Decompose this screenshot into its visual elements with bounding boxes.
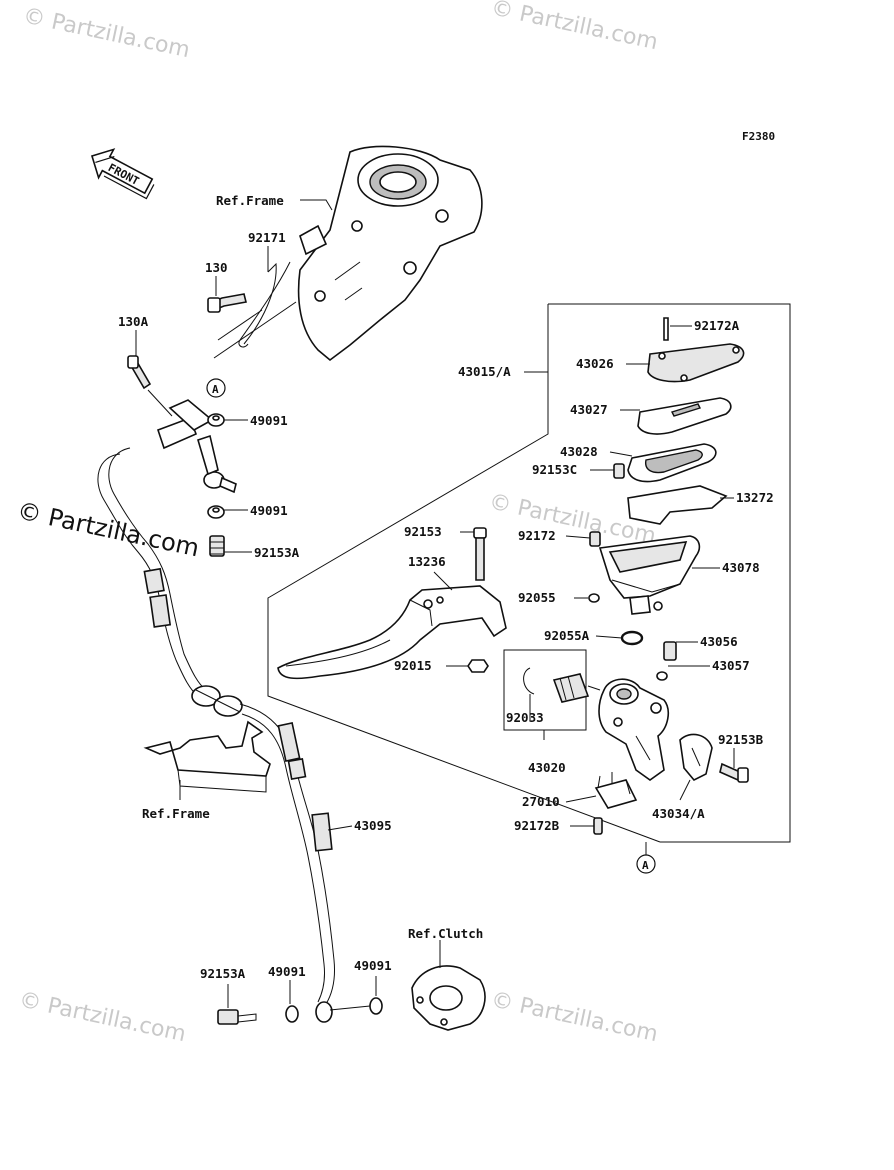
label-43015A: 43015/A [458, 364, 511, 379]
label-49091-mid: 49091 [250, 503, 288, 518]
circle-a-top: A [206, 378, 226, 398]
label-92055: 92055 [518, 590, 556, 605]
switch-27010-icon [594, 772, 638, 809]
label-43056: 43056 [700, 634, 738, 649]
label-92033: 92033 [506, 710, 544, 725]
label-130A: 130A [118, 314, 149, 329]
screw-92153C-icon [613, 463, 625, 479]
washer-49091-mid-icon [207, 505, 225, 519]
master-cylinder-group-outline [267, 303, 791, 843]
circle-a-bottom-label: A [642, 859, 649, 872]
bolt-92153A-top-icon [209, 535, 225, 557]
circle-a-top-label: A [212, 383, 219, 396]
diagram-code: F2380 [742, 130, 775, 143]
clamp-43034A-icon [679, 733, 713, 781]
master-cylinder-body-icon [598, 678, 670, 781]
label-92153A-bottom: 92153A [200, 966, 246, 981]
label-92153: 92153 [404, 524, 442, 539]
label-49091-bottom-left: 49091 [268, 964, 306, 979]
oring-92055A-icon [620, 630, 644, 646]
label-43078: 43078 [722, 560, 760, 575]
label-92153A-top: 92153A [254, 545, 300, 560]
label-92055A: 92055A [544, 628, 590, 643]
frame-head-illustration [213, 145, 483, 362]
reservoir-cap-43026-icon [647, 317, 745, 383]
gasket-13272-icon [627, 485, 728, 525]
screw-92172B-icon [593, 817, 603, 835]
label-49091-bottom-right: 49091 [354, 958, 392, 973]
bottom-bolt-92153A-icon [217, 1009, 257, 1025]
leader-lines [135, 199, 735, 1008]
watermark-top-left: © Partzilla.com [21, 3, 192, 63]
label-92172B: 92172B [514, 818, 560, 833]
lever-13236-icon [277, 585, 507, 680]
piston-kit-icon [523, 667, 601, 703]
clutch-hose-illustration [97, 355, 335, 1005]
label-43027: 43027 [570, 402, 608, 417]
label-92015: 92015 [394, 658, 432, 673]
label-13272: 13272 [736, 490, 774, 505]
washer-49091-top-icon [207, 413, 225, 427]
oring-92055-icon [588, 593, 600, 603]
bleeder-43056-icon [663, 641, 677, 661]
piston-kit-43020-box [503, 649, 587, 731]
bolt-92153B-icon [719, 762, 749, 783]
label-130: 130 [205, 260, 228, 275]
reservoir-43078-icon [598, 535, 701, 615]
label-43020: 43020 [528, 760, 566, 775]
bottom-washer-left-icon [285, 1005, 299, 1023]
screw-92172-icon [589, 531, 601, 547]
plate-43027-icon [637, 397, 732, 435]
label-ref-clutch: Ref.Clutch [408, 926, 483, 941]
label-49091-top: 49091 [250, 413, 288, 428]
clutch-cover-icon [411, 965, 486, 1031]
label-43095: 43095 [354, 818, 392, 833]
label-ref-frame-top: Ref.Frame [216, 193, 284, 208]
label-43028: 43028 [560, 444, 598, 459]
cap-43057-icon [656, 671, 668, 681]
bottom-washer-right-icon [369, 997, 383, 1015]
label-92172: 92172 [518, 528, 556, 543]
watermark-top-right: © Partzilla.com [489, 0, 660, 55]
watermark-bottom-left: © Partzilla.com [17, 987, 188, 1047]
label-43057: 43057 [712, 658, 750, 673]
watermark-bottom-right: © Partzilla.com [489, 987, 660, 1047]
bottom-banjo-icon [315, 1001, 371, 1023]
label-92172A: 92172A [694, 318, 740, 333]
label-92153C: 92153C [532, 462, 577, 477]
label-92171: 92171 [248, 230, 286, 245]
nut-92015-icon [467, 659, 489, 673]
front-arrow-icon: FRONT [90, 148, 155, 200]
label-43034A: 43034/A [652, 806, 705, 821]
pivot-bolt-92153-icon [473, 527, 487, 581]
circle-a-bottom: A [636, 854, 656, 874]
label-43026: 43026 [576, 356, 614, 371]
label-13236: 13236 [408, 554, 446, 569]
callout-labels: Ref.Frame 92171 130 130A 49091 49091 921… [118, 193, 774, 981]
diaphragm-43028-icon [627, 443, 717, 483]
label-ref-frame-bottom: Ref.Frame [142, 806, 210, 821]
bolt-130-icon [207, 293, 247, 313]
label-92153B: 92153B [718, 732, 764, 747]
label-27010: 27010 [522, 794, 560, 809]
